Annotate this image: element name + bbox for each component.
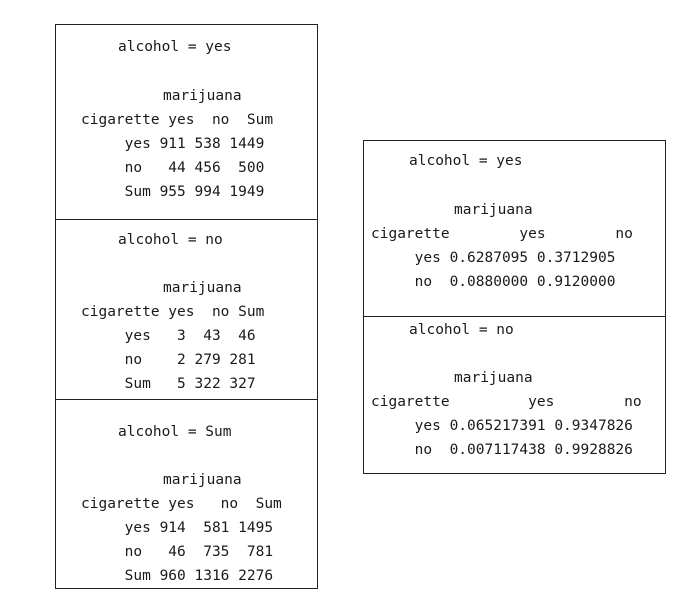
panel-heading: alcohol = no bbox=[118, 232, 223, 248]
panel-heading: alcohol = no bbox=[409, 322, 514, 338]
column-variable-label: marijuana bbox=[454, 370, 533, 386]
panel-heading: alcohol = Sum bbox=[118, 424, 232, 440]
table-row: yes 0.6287095 0.3712905 bbox=[371, 250, 616, 266]
table-row: Sum 960 1316 2276 bbox=[81, 568, 274, 584]
column-variable-label: marijuana bbox=[163, 280, 242, 296]
table-row: no 0.0880000 0.9120000 bbox=[371, 274, 616, 290]
table-header: cigarette yes no Sum bbox=[81, 496, 282, 512]
panel-alcohol-yes-proportions: alcohol = yes marijuana cigarette yes no… bbox=[363, 140, 666, 317]
panel-heading: alcohol = yes bbox=[409, 153, 523, 169]
table-row: yes 0.065217391 0.9347826 bbox=[371, 418, 633, 434]
table-row: yes 914 581 1495 bbox=[81, 520, 274, 536]
table-header: cigarette yes no Sum bbox=[81, 304, 265, 320]
table-header: cigarette yes no Sum bbox=[81, 112, 274, 128]
panel-alcohol-no-proportions: alcohol = no marijuana cigarette yes no … bbox=[363, 316, 666, 474]
table-row: yes 911 538 1449 bbox=[81, 136, 265, 152]
column-variable-label: marijuana bbox=[163, 88, 242, 104]
panel-alcohol-yes-counts: alcohol = yes marijuana cigarette yes no… bbox=[55, 24, 318, 220]
table-row: no 0.007117438 0.9928826 bbox=[371, 442, 633, 458]
table-header: cigarette yes no bbox=[371, 394, 642, 410]
table-row: Sum 955 994 1949 bbox=[81, 184, 265, 200]
table-row: no 46 735 781 bbox=[81, 544, 274, 560]
panel-alcohol-no-counts: alcohol = no marijuana cigarette yes no … bbox=[55, 219, 318, 400]
column-variable-label: marijuana bbox=[163, 472, 242, 488]
table-row: Sum 5 322 327 bbox=[81, 376, 256, 392]
table-row: yes 3 43 46 bbox=[81, 328, 256, 344]
table-row: no 44 456 500 bbox=[81, 160, 265, 176]
panel-alcohol-sum-counts: alcohol = Sum marijuana cigarette yes no… bbox=[55, 399, 318, 589]
table-row: no 2 279 281 bbox=[81, 352, 256, 368]
panel-heading: alcohol = yes bbox=[118, 39, 232, 55]
table-header: cigarette yes no bbox=[371, 226, 633, 242]
column-variable-label: marijuana bbox=[454, 202, 533, 218]
